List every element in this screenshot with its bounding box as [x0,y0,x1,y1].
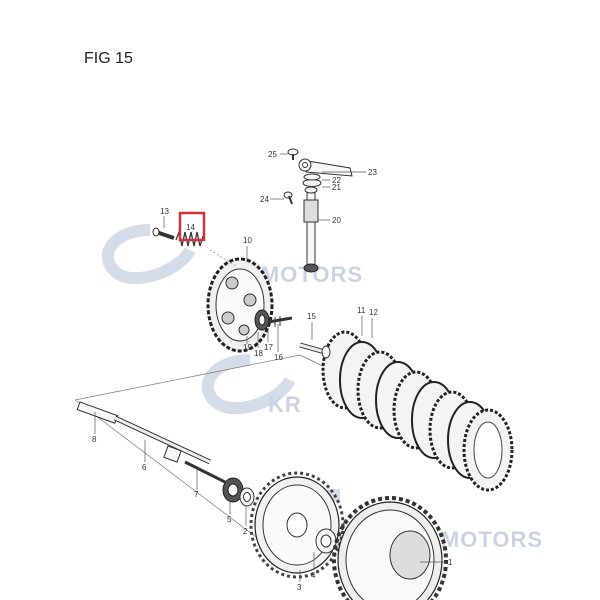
part-8-shape [76,401,119,424]
callout-24: 24 [260,195,269,204]
callout-13: 13 [160,207,169,216]
callout-11: 11 [357,306,366,315]
watermark-swoosh-icon [201,354,296,415]
callout-1: 1 [448,558,453,567]
part-6-rod-highlight [114,416,211,464]
watermark-swoosh-icon [101,224,196,285]
part-25-screw [287,148,299,160]
callout-8: 8 [92,435,97,444]
nut-washer-group [222,477,255,507]
part-6-collar [163,445,182,463]
callout-5: 5 [227,515,232,524]
callout-25: 25 [268,150,277,159]
callout-2: 2 [243,527,248,536]
callout-7: 7 [194,490,199,499]
callout-17: 17 [264,343,273,352]
push-rod-assembly [76,401,226,484]
figure-title: FIG 15 [84,50,133,67]
part-3-clutch-housing [249,471,345,579]
clutch-plate-stack [321,330,514,492]
callout-labels: 25 23 22 21 24 20 13 14 10 15 11 12 19 1… [92,150,453,592]
callout-20: 20 [332,216,341,225]
callout-10: 10 [243,236,252,245]
callout-19: 19 [243,343,252,352]
callout-16: 16 [274,353,283,362]
part-1-clutch-basket [332,496,448,600]
highlight-box-part-14 [178,211,206,242]
part-7-rod [184,460,226,484]
part-4-washer [315,528,337,554]
callout-12: 12 [369,308,378,317]
bearing-group [254,309,293,331]
part-15-lifter [299,342,331,359]
clutch-plate-center [473,421,503,479]
callout-21: 21 [332,183,341,192]
callout-6: 6 [142,463,147,472]
part-20-lifter-shaft [303,186,319,273]
watermark-text-2: KR [268,392,302,417]
callout-23: 23 [368,168,377,177]
callout-3: 3 [297,583,302,592]
part-23-lever-arm [298,158,353,177]
callout-18: 18 [254,349,263,358]
callout-15: 15 [307,312,316,321]
callout-14: 14 [186,223,195,232]
part-21-22-washers [302,173,322,187]
part-10-pressure-plate [206,257,274,353]
callout-4: 4 [311,571,316,580]
part-24-bolt [283,191,293,205]
callout-22: 22 [332,176,341,185]
callout-leader-lines [94,153,446,582]
part-13-bolt [152,227,175,240]
